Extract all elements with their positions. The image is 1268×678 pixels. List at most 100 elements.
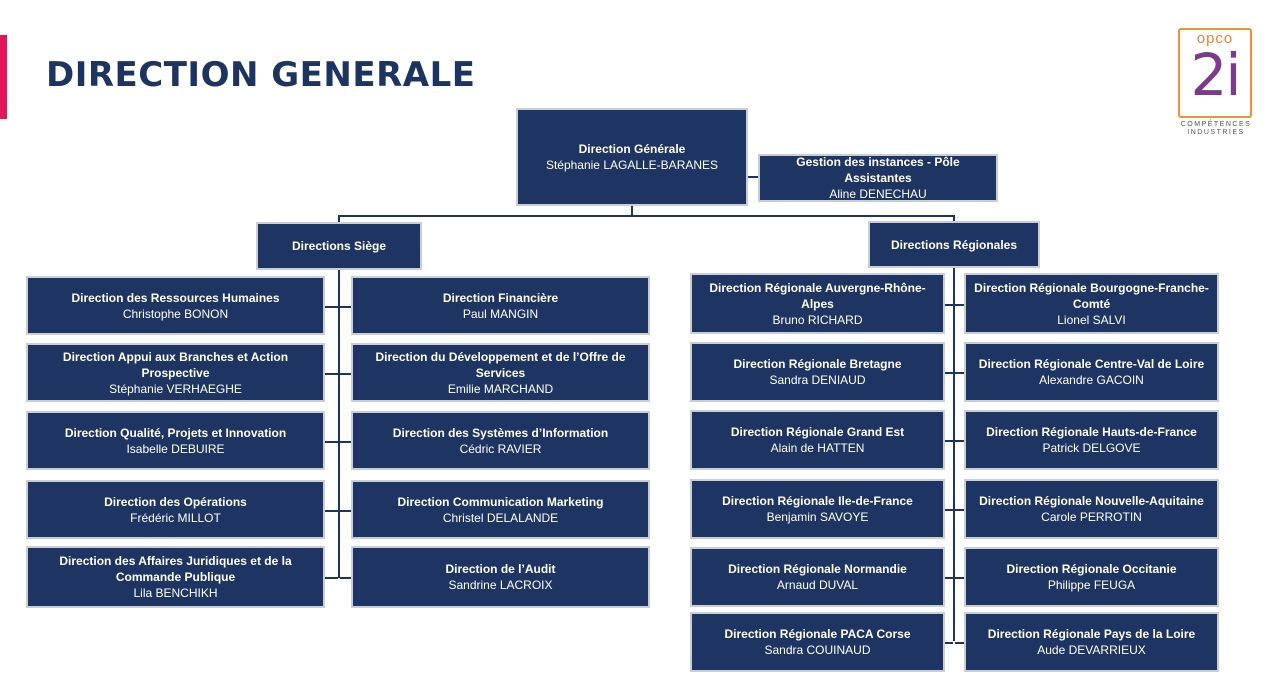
- connector-branch: [945, 440, 953, 442]
- box-title: Direction Régionale PACA Corse: [724, 627, 911, 641]
- connector-regionales-trunk: [953, 267, 955, 641]
- box-person: Benjamin SAVOYE: [766, 510, 869, 524]
- connector-branch: [325, 306, 338, 308]
- box-direction-qualite-projets-et-innovation: Direction Qualité, Projets et Innovation…: [26, 411, 325, 470]
- box-person: Christophe BONON: [122, 306, 229, 321]
- box-person: Lionel SALVI: [1057, 312, 1126, 327]
- box-title: Directions Siège: [291, 239, 387, 253]
- box-title: Direction des Ressources Humaines: [71, 290, 280, 305]
- box-title: Direction Régionale Auvergne-Rhône-Alpes: [709, 280, 926, 311]
- box-person: Carole PERROTIN: [1041, 510, 1142, 524]
- connector-branch: [340, 577, 351, 579]
- box-title: Direction Appui aux Branches et Action P…: [62, 349, 289, 380]
- box-person: Emilie MARCHAND: [447, 381, 554, 396]
- logo-sub-text-2: INDUSTRIES: [1187, 129, 1245, 136]
- box-direction-appui-aux-branches-et-action-prospective: Direction Appui aux Branches et Action P…: [26, 343, 325, 402]
- connector-branch: [945, 642, 953, 644]
- connector-branch: [955, 304, 964, 306]
- box-title: Direction Régionale Nouvelle-Aquitaine: [979, 494, 1204, 508]
- connector-siege-trunk: [338, 268, 340, 578]
- box-person: Sandrine LACROIX: [448, 578, 553, 592]
- connector-branch: [325, 441, 338, 443]
- box-title: Direction de l’Audit: [445, 562, 556, 576]
- box-person: Aline DENECHAU: [829, 187, 927, 201]
- logo-top-text: opco: [1196, 30, 1234, 47]
- box-person: Alain de HATTEN: [770, 441, 865, 455]
- box-person: Arnaud DUVAL: [776, 578, 859, 592]
- connector-branch: [955, 509, 964, 511]
- box-title: Direction Régionale Occitanie: [1006, 562, 1177, 576]
- box-direction-des-affaires-juridiques-et-de-la-commande-publique: Direction des Affaires Juridiques et de …: [26, 546, 325, 608]
- box-person: Patrick DELGOVE: [1042, 441, 1141, 455]
- connector-branch: [340, 373, 351, 375]
- box-title: Direction des Affaires Juridiques et de …: [59, 554, 292, 584]
- box-title: Direction Régionale Hauts-de-France: [986, 425, 1197, 439]
- connector-branch: [945, 577, 953, 579]
- box-person: Frédéric MILLOT: [130, 510, 221, 525]
- connector-branch: [945, 372, 953, 374]
- box-person: Isabelle DEBUIRE: [126, 441, 225, 456]
- connector-to-regionales: [953, 215, 955, 225]
- box-title: Direction Régionale Grand Est: [730, 425, 905, 439]
- box-directions-regionales: Directions Régionales: [868, 221, 1040, 268]
- connector-branch: [945, 304, 953, 306]
- box-person: Aude DEVARRIEUX: [1037, 643, 1146, 657]
- box-title: Direction Régionale Bretagne: [733, 357, 902, 371]
- connector-dg-down: [631, 205, 633, 216]
- connector-to-siege: [338, 215, 340, 225]
- opco2i-logo: opco 2i COMPÉTENCES INDUSTRIES: [1178, 28, 1252, 140]
- connector-branch: [325, 510, 338, 512]
- connector-branch: [340, 306, 351, 308]
- connector-branch: [340, 510, 351, 512]
- box-title: Direction Générale: [578, 142, 686, 156]
- box-title: Direction Régionale Centre-Val de Loire: [978, 357, 1205, 371]
- box-title: Direction Qualité, Projets et Innovation: [64, 425, 287, 440]
- box-title: Direction Régionale Pays de la Loire: [987, 627, 1196, 641]
- connector-branch: [955, 577, 964, 579]
- box-direction-generale: Direction Générale Stéphanie LAGALLE-BAR…: [516, 108, 748, 206]
- connector-branch: [325, 577, 338, 579]
- box-direction-regionale-bourgogne-franche-comte: Direction Régionale Bourgogne-Franche-Co…: [964, 273, 1219, 334]
- connector-branch: [945, 509, 953, 511]
- box-person: Stéphanie VERHAEGHE: [109, 381, 242, 396]
- box-person: Bruno RICHARD: [772, 312, 863, 327]
- box-directions-siege: Directions Siège: [256, 222, 422, 270]
- box-title: Direction Régionale Normandie: [728, 562, 907, 576]
- box-person: Paul MANGIN: [462, 306, 539, 321]
- box-title: Directions Régionales: [890, 237, 1018, 252]
- page-title: DIRECTION GENERALE: [46, 55, 476, 95]
- accent-bar: [0, 35, 7, 119]
- box-title: Direction des Opérations: [104, 494, 247, 509]
- connector-main-horizontal: [338, 215, 955, 217]
- logo-main-text: 2i: [1190, 41, 1241, 109]
- connector-branch: [955, 440, 964, 442]
- box-title: Direction des Systèmes d’Information: [392, 425, 609, 440]
- box-direction-regionale-auvergne-rhone-alpes: Direction Régionale Auvergne-Rhône-Alpes…: [690, 273, 945, 334]
- box-person: Cédric RAVIER: [459, 441, 542, 456]
- box-person: Lila BENCHIKH: [133, 586, 218, 600]
- box-direction-du-developpement-et-de-l-offre-de-services: Direction du Développement et de l’Offre…: [351, 343, 650, 402]
- box-title: Direction du Développement et de l’Offre…: [375, 349, 626, 380]
- connector-assist: [745, 176, 760, 178]
- box-title: Direction Communication Marketing: [397, 494, 604, 509]
- box-title: Direction Régionale Bourgogne-Franche-Co…: [974, 280, 1209, 311]
- connector-branch: [340, 441, 351, 443]
- connector-branch: [325, 373, 338, 375]
- logo-frame: [1178, 28, 1252, 118]
- logo-sub-text-1: COMPÉTENCES: [1180, 121, 1252, 128]
